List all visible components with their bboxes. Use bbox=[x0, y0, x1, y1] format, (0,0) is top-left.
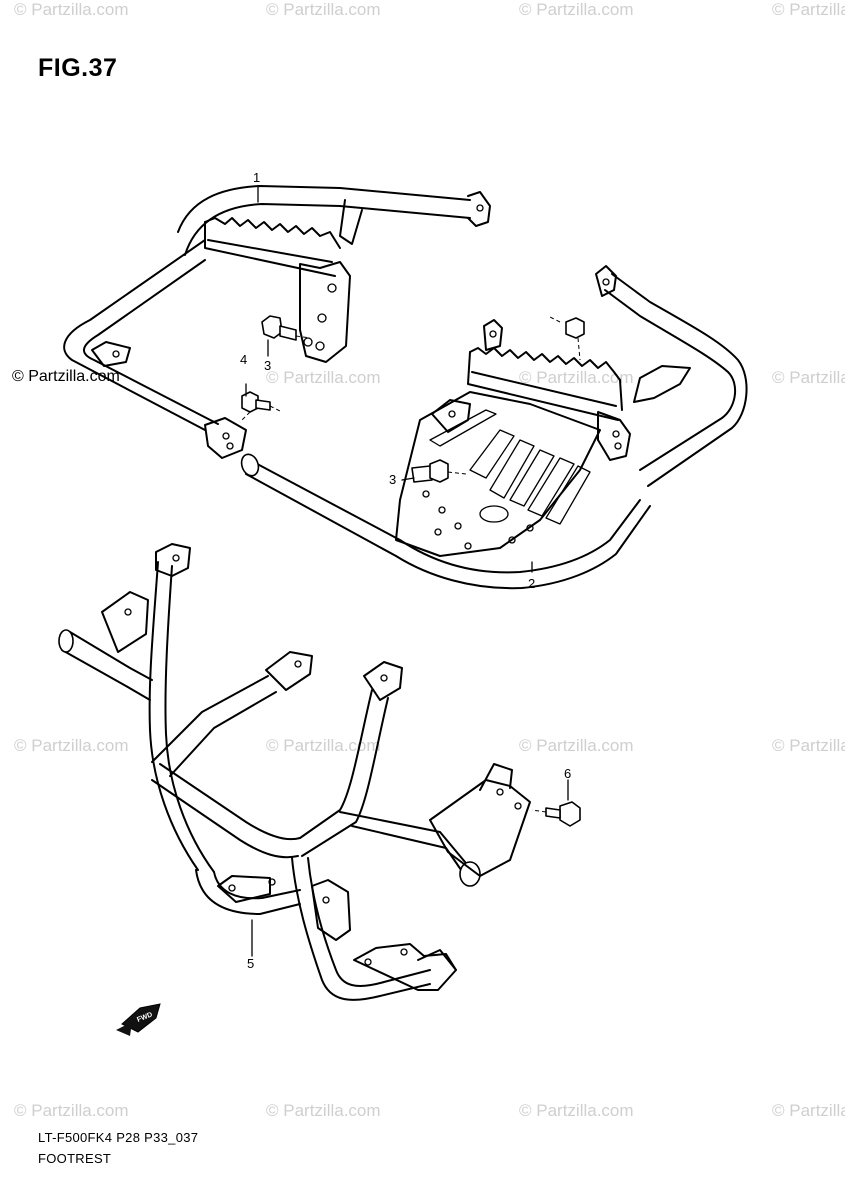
callout-5: 5 bbox=[247, 956, 255, 971]
watermark: © Partzilla.com bbox=[266, 736, 381, 755]
watermark: © Partzilla.com bbox=[14, 736, 129, 755]
watermark: © Partzilla.com bbox=[772, 736, 845, 755]
part-1-left-footrest-assembly bbox=[63, 185, 491, 459]
callout-3: 3 bbox=[264, 358, 272, 373]
watermark: © Partzilla.com bbox=[519, 368, 634, 387]
part-3-bolt-upper bbox=[261, 315, 311, 341]
watermark-prominent: © Partzilla.com bbox=[12, 368, 120, 385]
section-name: FOOTREST bbox=[38, 1151, 112, 1166]
watermark: © Partzilla.com bbox=[266, 368, 381, 387]
figure-title: FIG.37 bbox=[38, 54, 118, 82]
watermark: © Partzilla.com bbox=[772, 368, 845, 387]
callout-3: 3 bbox=[389, 472, 397, 487]
watermark: © Partzilla.com bbox=[14, 1101, 129, 1120]
part-2-right-footrest-assembly bbox=[240, 265, 748, 590]
callout-2: 2 bbox=[528, 576, 536, 591]
diagram-code: LT-F500FK4 P28 P33_037 bbox=[38, 1130, 199, 1145]
watermark: © Partzilla.com bbox=[519, 0, 634, 19]
part-4-bolt bbox=[239, 391, 283, 423]
watermark: © Partzilla.com bbox=[772, 1101, 845, 1120]
watermark: © Partzilla.com bbox=[772, 0, 845, 19]
callout-4: 4 bbox=[240, 352, 248, 367]
part-3-bolt-lower bbox=[411, 459, 467, 483]
callout-leader-lines bbox=[245, 185, 569, 957]
callout-6: 6 bbox=[564, 766, 572, 781]
part-5-lower-frame bbox=[58, 543, 581, 1001]
forward-direction-arrow-icon: FWD bbox=[116, 1003, 161, 1036]
watermark: © Partzilla.com bbox=[519, 1101, 634, 1120]
watermark: © Partzilla.com bbox=[266, 1101, 381, 1120]
watermark: © Partzilla.com bbox=[519, 736, 634, 755]
watermark: © Partzilla.com bbox=[14, 0, 129, 19]
watermark: © Partzilla.com bbox=[266, 0, 381, 19]
callout-1: 1 bbox=[253, 170, 261, 185]
